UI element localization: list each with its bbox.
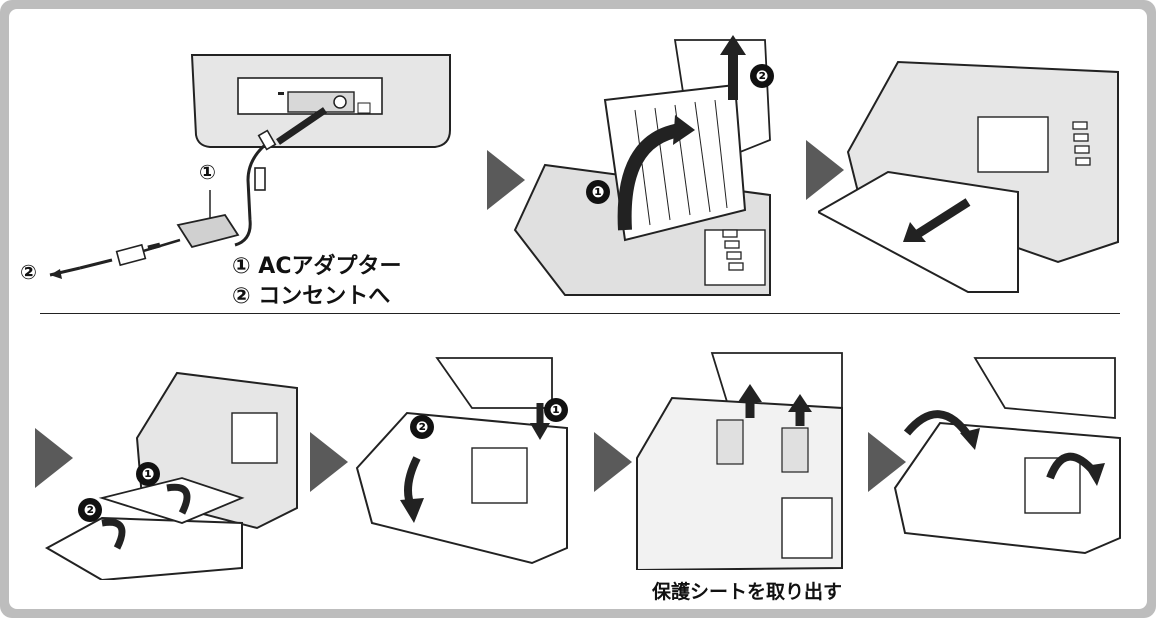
- remove-protective-sheet-illustration: [636, 352, 843, 570]
- legend-ac-adapter: ① ACアダプター: [232, 254, 402, 279]
- step-arrow-5: [594, 432, 632, 492]
- open-feed-tray-illustration: [513, 35, 771, 296]
- outlet-number-2: ②: [20, 260, 37, 284]
- caption-remove-protective-sheet: 保護シートを取り出す: [652, 581, 843, 603]
- open-adf-cover-illustration: [355, 357, 568, 565]
- step-badge-2: ❷: [750, 64, 774, 88]
- pull-output-tray-illustration: [818, 60, 1119, 293]
- step-arrow-1: [487, 150, 525, 210]
- close-adf-cover-illustration: [893, 357, 1121, 555]
- step-badge-2: ❷: [78, 498, 102, 522]
- extend-stopper-illustration: [44, 371, 298, 580]
- step-badge-1: ❶: [586, 180, 610, 204]
- step-arrow-2: [806, 140, 844, 200]
- adapter-connection-illustration: [49, 54, 451, 279]
- legend-to-outlet: ② コンセントへ: [232, 284, 391, 309]
- step-badge-1: ❶: [136, 462, 160, 486]
- step-badge-2: ❷: [410, 415, 434, 439]
- adapter-number-1: ①: [199, 160, 216, 184]
- step-arrow-4: [310, 432, 348, 492]
- step-arrow-3: [35, 428, 73, 488]
- step-badge-1: ❶: [544, 398, 568, 422]
- section-divider: [40, 313, 1120, 314]
